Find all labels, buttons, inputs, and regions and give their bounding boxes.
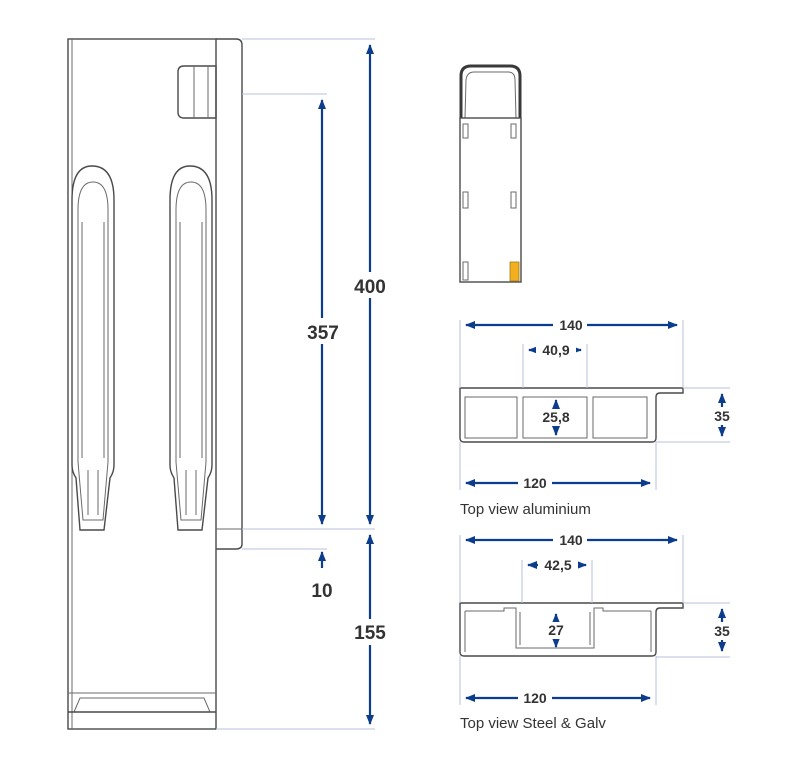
- top-view-aluminium: 140 40,9 25,8 35 120 Top view aluminium: [459, 316, 737, 518]
- alu-width-body-label: 120: [523, 475, 547, 491]
- dim-offset-label: 10: [311, 581, 332, 602]
- steel-width-inner-label: 42,5: [544, 557, 571, 573]
- aluminium-caption: Top view aluminium: [460, 501, 591, 518]
- steel-height-overall-label: 35: [714, 623, 730, 639]
- bracket-plate: [216, 38, 243, 550]
- aluminium-profile: [459, 387, 684, 443]
- dim-total-label: 400: [354, 277, 386, 298]
- base-foot: [68, 692, 216, 713]
- top-latch: [177, 65, 217, 119]
- alu-width-inner-label: 40,9: [542, 342, 569, 358]
- dim-base-label: 155: [354, 623, 386, 644]
- alu-height-overall-label: 35: [714, 408, 730, 424]
- left-slot: [71, 165, 115, 531]
- steel-width-overall-label: 140: [559, 532, 583, 548]
- dim-hole-label: 357: [307, 323, 339, 344]
- post-outline: [67, 38, 217, 730]
- top-view-steel: 140 42,5 27 35 120 Top view Steel & Galv: [459, 531, 737, 732]
- steel-profile: [459, 602, 684, 657]
- steel-caption: Top view Steel & Galv: [460, 715, 606, 732]
- side-view: [459, 64, 522, 283]
- right-slot: [169, 165, 213, 531]
- steel-width-body-label: 120: [523, 690, 547, 706]
- accent-marker: [509, 261, 520, 282]
- alu-height-inner-label: 25,8: [542, 409, 569, 425]
- front-view: 400 357 10 155: [67, 38, 392, 730]
- side-body: [459, 117, 522, 283]
- alu-width-overall-label: 140: [559, 317, 583, 333]
- steel-height-inner-label: 27: [548, 622, 564, 638]
